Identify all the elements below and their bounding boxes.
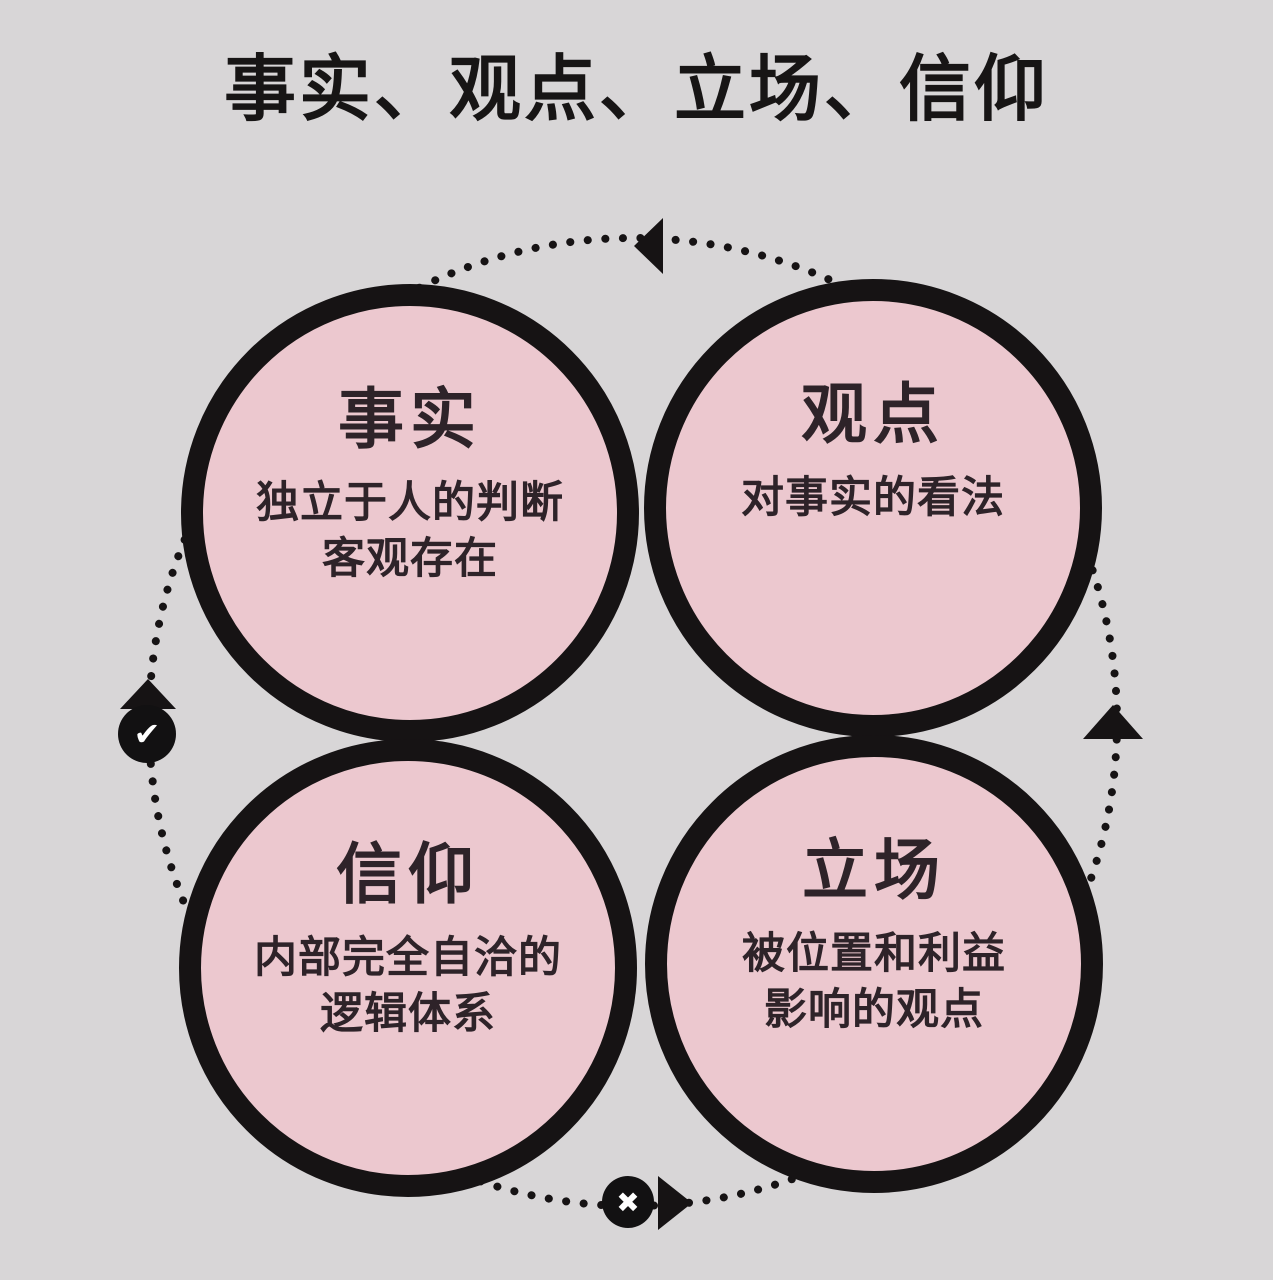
circle-belief: 信仰 内部完全自洽的 逻辑体系 bbox=[179, 739, 637, 1197]
cycle-arrow-left-icon bbox=[120, 679, 176, 709]
desc-line: 影响的观点 bbox=[764, 987, 984, 1034]
circle-belief-desc: 内部完全自洽的 逻辑体系 bbox=[254, 931, 562, 1043]
circle-fact-title: 事实 bbox=[338, 384, 482, 457]
cycle-arrow-top-icon bbox=[634, 218, 663, 274]
circle-viewpoint-title: 观点 bbox=[801, 379, 945, 452]
desc-line: 逻辑体系 bbox=[320, 991, 496, 1038]
circle-viewpoint-desc: 对事实的看法 bbox=[741, 471, 1005, 527]
circle-belief-title: 信仰 bbox=[336, 839, 480, 912]
circle-fact: 事实 独立于人的判断 客观存在 bbox=[181, 284, 639, 742]
desc-line: 内部完全自洽的 bbox=[254, 935, 562, 982]
check-icon: ✔ bbox=[118, 705, 176, 763]
cross-icon: ✖ bbox=[602, 1176, 654, 1228]
circle-stance-desc: 被位置和利益 影响的观点 bbox=[742, 927, 1006, 1039]
desc-line: 被位置和利益 bbox=[742, 931, 1006, 978]
desc-line: 对事实的看法 bbox=[741, 475, 1005, 522]
circle-fact-desc: 独立于人的判断 客观存在 bbox=[256, 476, 564, 588]
desc-line: 客观存在 bbox=[322, 536, 498, 583]
circle-stance-title: 立场 bbox=[802, 835, 946, 908]
circle-stance: 立场 被位置和利益 影响的观点 bbox=[645, 735, 1103, 1193]
desc-line: 独立于人的判断 bbox=[256, 480, 564, 527]
cycle-arrow-bottom-icon bbox=[658, 1176, 692, 1230]
cycle-arrow-right-icon bbox=[1083, 705, 1143, 739]
circle-viewpoint: 观点 对事实的看法 bbox=[644, 279, 1102, 737]
page-title: 事实、观点、立场、信仰 bbox=[223, 50, 1049, 130]
